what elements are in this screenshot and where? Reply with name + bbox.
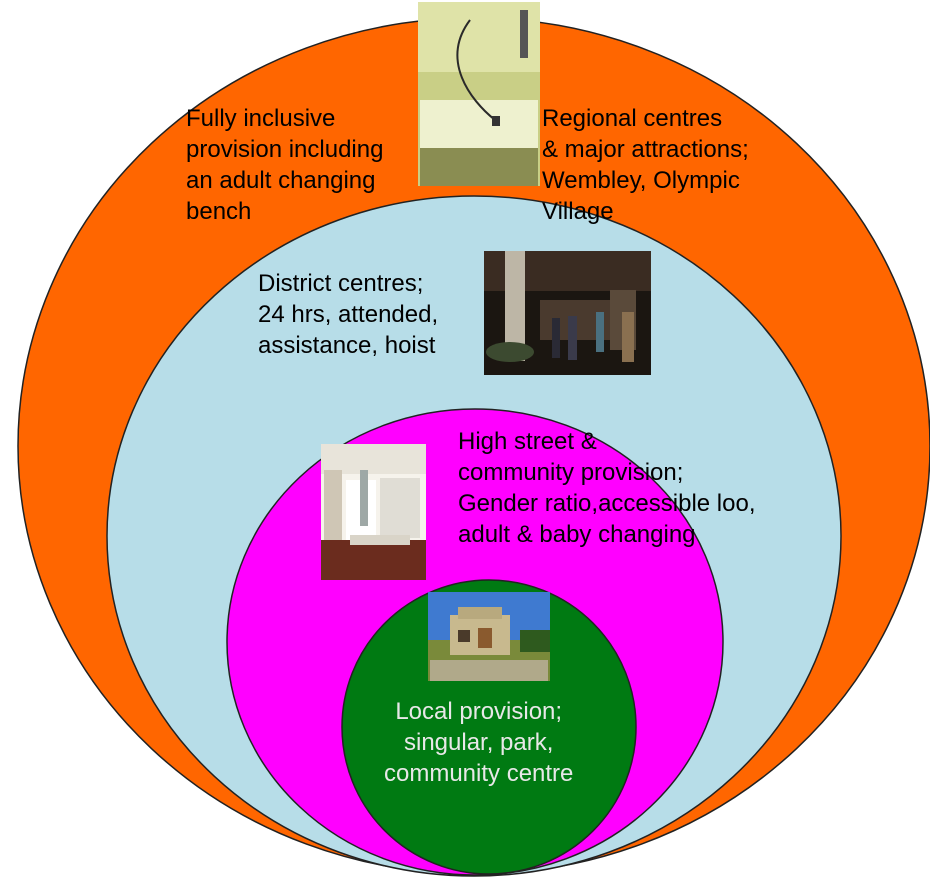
local-provision-label: Local provision; singular, park, communi… xyxy=(384,698,574,787)
adult-changing-bench-photo xyxy=(418,2,540,186)
district-centre-night-photo xyxy=(484,251,651,375)
regional-centres-label: Regional centres & major attractions; We… xyxy=(542,105,749,225)
high-street-label: High street & community provision; Gende… xyxy=(458,428,756,548)
district-centres-label: District centres; 24 hrs, attended, assi… xyxy=(258,270,439,359)
local-circle xyxy=(341,579,637,875)
washroom-interior-photo xyxy=(321,444,426,580)
park-building-photo xyxy=(428,592,550,681)
fully-inclusive-label: Fully inclusive provision including an a… xyxy=(186,105,384,225)
